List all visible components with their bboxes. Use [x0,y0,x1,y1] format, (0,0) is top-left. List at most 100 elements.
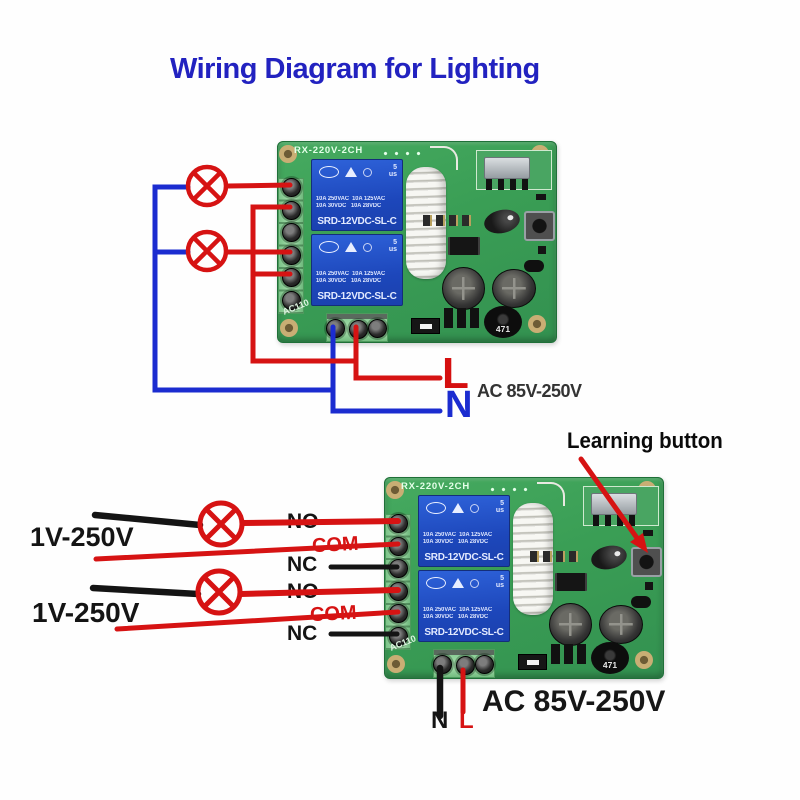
terminal-screw [326,319,345,338]
live-label-bottom: L [459,707,474,734]
terminal-screw [475,655,494,674]
electrolytic-capacitor [599,605,643,644]
terminal-screw [282,178,301,197]
relay-model: SRD-12VDC-SL-C [317,291,397,302]
terminal-screw [389,604,408,623]
transistor-row [444,308,481,328]
antenna-lead [430,146,458,170]
neutral-label-top: N [445,384,473,426]
relay-triangle-icon [452,578,464,588]
relay-rating: 10A 30VDC 10A 28VDC [423,539,489,545]
terminal-screw [389,536,408,556]
relay-triangle-icon [452,503,464,513]
mounting-hole [386,481,404,499]
ch2-no-label: NO [287,580,319,603]
terminal-screw [282,200,301,220]
relay-logo-icon [426,577,446,589]
lamp-icon [185,164,229,208]
smd-component [645,582,653,590]
ch1-no-label: NO [287,510,319,533]
mounting-hole [528,315,546,333]
toroid-inductor: 471 [484,306,522,338]
learning-button-label: Learning button [567,428,723,453]
terminal-screw [389,514,408,533]
ch1-nc-label: NC [287,553,318,576]
page-title: Wiring Diagram for Lighting [170,53,540,85]
terminal-screw [282,245,301,265]
capacitor-small [524,260,544,272]
learning-push-button [631,547,662,577]
relay-rating: 10A 250VAC 10A 125VAC [316,196,386,202]
silkscreen-dots [380,149,426,158]
relay-logo-icon [319,241,339,253]
terminal-screw [389,559,408,578]
relay-rating: 10A 250VAC 10A 125VAC [423,607,493,613]
rf-module-pins [593,515,639,526]
relay-model: SRD-12VDC-SL-C [424,552,504,563]
silkscreen-model: RX-220V-2CH [294,145,363,156]
rf-module-can [591,493,637,515]
rf-module-pins [486,179,532,190]
smd-resistor [518,654,547,670]
relay-model: SRD-12VDC-SL-C [424,627,504,638]
smd-component [536,194,546,200]
smd-resistor [411,318,440,334]
relay-model: SRD-12VDC-SL-C [317,216,397,227]
terminal-screw [282,223,301,242]
load1-voltage-label: 1V-250V [30,522,134,552]
relay-dot-icon [363,167,372,177]
toroid-inductor: 471 [591,642,629,674]
mounting-hole [635,651,653,669]
rf-module-can [484,157,530,179]
ch2-no-wire [238,587,401,597]
relay-rating: 10A 30VDC 10A 28VDC [423,614,489,620]
ch1-no-wire [240,518,401,526]
smd-resistor-row [423,215,473,226]
ch2-nc-label: NC [287,622,318,645]
supply-voltage-bottom: AC 85V-250V [482,685,666,718]
mounting-hole [280,319,298,337]
learning-push-button [524,211,555,241]
relay-triangle-icon [345,242,357,252]
terminal-screw [349,320,368,339]
relay-rating: 10A 250VAC 10A 125VAC [316,271,386,277]
antenna-lead [537,482,565,506]
ch1-com-label: COM [311,532,360,558]
relay-dot-icon [470,503,479,513]
electrolytic-capacitor [492,269,536,308]
load2-voltage-label: 1V-250V [32,597,140,628]
relay-triangle-icon [345,167,357,177]
relay-logo-icon [319,166,339,178]
transistor-row [551,644,588,664]
relay-rating: 10A 30VDC 10A 28VDC [316,278,382,284]
lamp-icon [197,500,245,548]
silkscreen-dots [487,485,533,494]
live-label-top: L [442,349,469,398]
lamp-icon [195,568,243,616]
relay-rating: 10A 30VDC 10A 28VDC [316,203,382,209]
terminal-screw [368,319,387,338]
relay-dot-icon [363,242,372,252]
neutral-label-bottom: N [431,707,449,734]
electrolytic-capacitor [549,603,592,646]
smd-resistor-row [530,551,580,562]
smd-component [643,530,653,536]
terminal-screw [389,581,408,601]
electrolytic-capacitor [442,267,485,310]
silkscreen-model: RX-220V-2CH [401,481,470,492]
ch2-load-wire-black [89,584,202,598]
diode-component [482,206,522,237]
mounting-hole [279,145,297,163]
lamp-icon [185,229,229,273]
relay-logo-icon [426,502,446,514]
terminal-screw [456,656,475,675]
capacitor-small [631,596,651,608]
relay-dot-icon [470,578,479,588]
